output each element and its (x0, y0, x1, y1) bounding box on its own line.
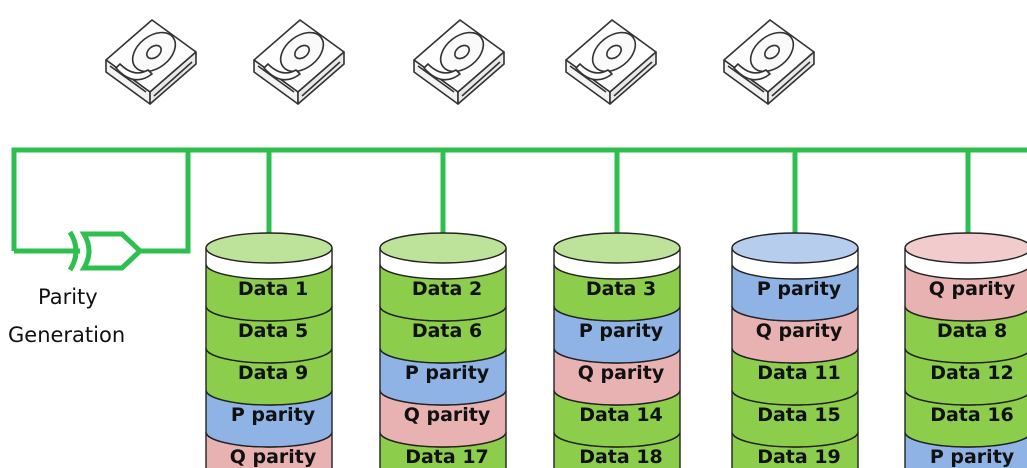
disk-block-label: Data 9 (238, 362, 308, 384)
parity-label-line2: Generation (8, 323, 126, 347)
disk-block-data: Data 15 (731, 389, 859, 448)
disk-block-label: P parity (757, 278, 842, 300)
disk-block-label: Q parity (756, 320, 843, 342)
disk-block-label: Q parity (929, 278, 1016, 300)
bus-main-line (11, 147, 1027, 251)
disk-block-label: Q parity (404, 404, 491, 426)
disk-block-data: Data 2 (379, 263, 507, 322)
disk-block-label: P parity (930, 446, 1015, 468)
disk-block-data: Data 8 (904, 305, 1027, 364)
disk-block-q: Q parity (553, 347, 681, 406)
bus-return-line (141, 150, 191, 254)
disk-stack: Data 17 Q parity P parity Data 6 Data 2 (379, 232, 507, 468)
disk-cap (731, 232, 859, 264)
hard-drive-icon (565, 19, 657, 105)
disk-block-data: Data 11 (731, 347, 859, 406)
hard-drive-icon (253, 19, 345, 105)
disk-block-label: Q parity (578, 362, 665, 384)
disk-block-q: Q parity (731, 305, 859, 364)
disk-block-label: Data 14 (579, 404, 663, 426)
disk-block-label: P parity (405, 362, 490, 384)
disk-block-data: Data 14 (553, 389, 681, 448)
hard-drive-icon (105, 19, 197, 105)
disk-block-q: Q parity (379, 389, 507, 448)
disk-block-p: P parity (205, 389, 333, 448)
disk-block-label: Data 17 (405, 446, 489, 468)
xor-gate-icon (67, 230, 144, 272)
disk-block-label: Data 1 (238, 278, 308, 300)
bus (11, 147, 1027, 254)
disk-cap (379, 232, 507, 264)
disk-block-label: Data 15 (757, 404, 841, 426)
disk-block-data: Data 9 (205, 347, 333, 406)
disk-block-data: Data 5 (205, 305, 333, 364)
disk-block-label: Data 8 (937, 320, 1007, 342)
disk-cap (904, 232, 1027, 264)
disk-stack: Data 19 Data 15 Data 11 Q parity P parity (731, 232, 859, 468)
disk-block-data: Data 1 (205, 263, 333, 322)
disk-block-label: Data 16 (930, 404, 1014, 426)
disk-block-label: Data 12 (930, 362, 1014, 384)
disk-block-data: Data 6 (379, 305, 507, 364)
disk-block-label: Data 3 (586, 278, 656, 300)
disk-block-label: P parity (579, 320, 664, 342)
disk-block-label: Data 18 (579, 446, 663, 468)
disk-block-p: P parity (731, 263, 859, 322)
disk-cap (205, 232, 333, 264)
hard-drive-icons (105, 19, 815, 105)
disk-block-label: P parity (231, 404, 316, 426)
disk-block-label: Q parity (230, 446, 317, 468)
disk-block-label: Data 2 (412, 278, 482, 300)
hard-drive-icon (413, 19, 505, 105)
disk-block-label: Data 6 (412, 320, 482, 342)
disk-block-data: Data 3 (553, 263, 681, 322)
parity-label-line1: Parity (38, 285, 98, 309)
disk-block-label: Data 19 (757, 446, 841, 468)
disk-block-p: P parity (379, 347, 507, 406)
disk-cap (553, 232, 681, 264)
disk-stack: Q parity P parity Data 9 Data 5 Data 1 (205, 232, 333, 468)
disk-block-label: Data 5 (238, 320, 308, 342)
disk-block-label: Data 11 (757, 362, 841, 384)
disk-block-q: Q parity (904, 263, 1027, 322)
hard-drive-icon (723, 19, 815, 105)
disk-block-data: Data 16 (904, 389, 1027, 448)
disk-stack: Data 18 Data 14 Q parity P parity Data 3 (553, 232, 681, 468)
disk-stack: P parity Data 16 Data 12 Data 8 Q parity (904, 232, 1027, 468)
